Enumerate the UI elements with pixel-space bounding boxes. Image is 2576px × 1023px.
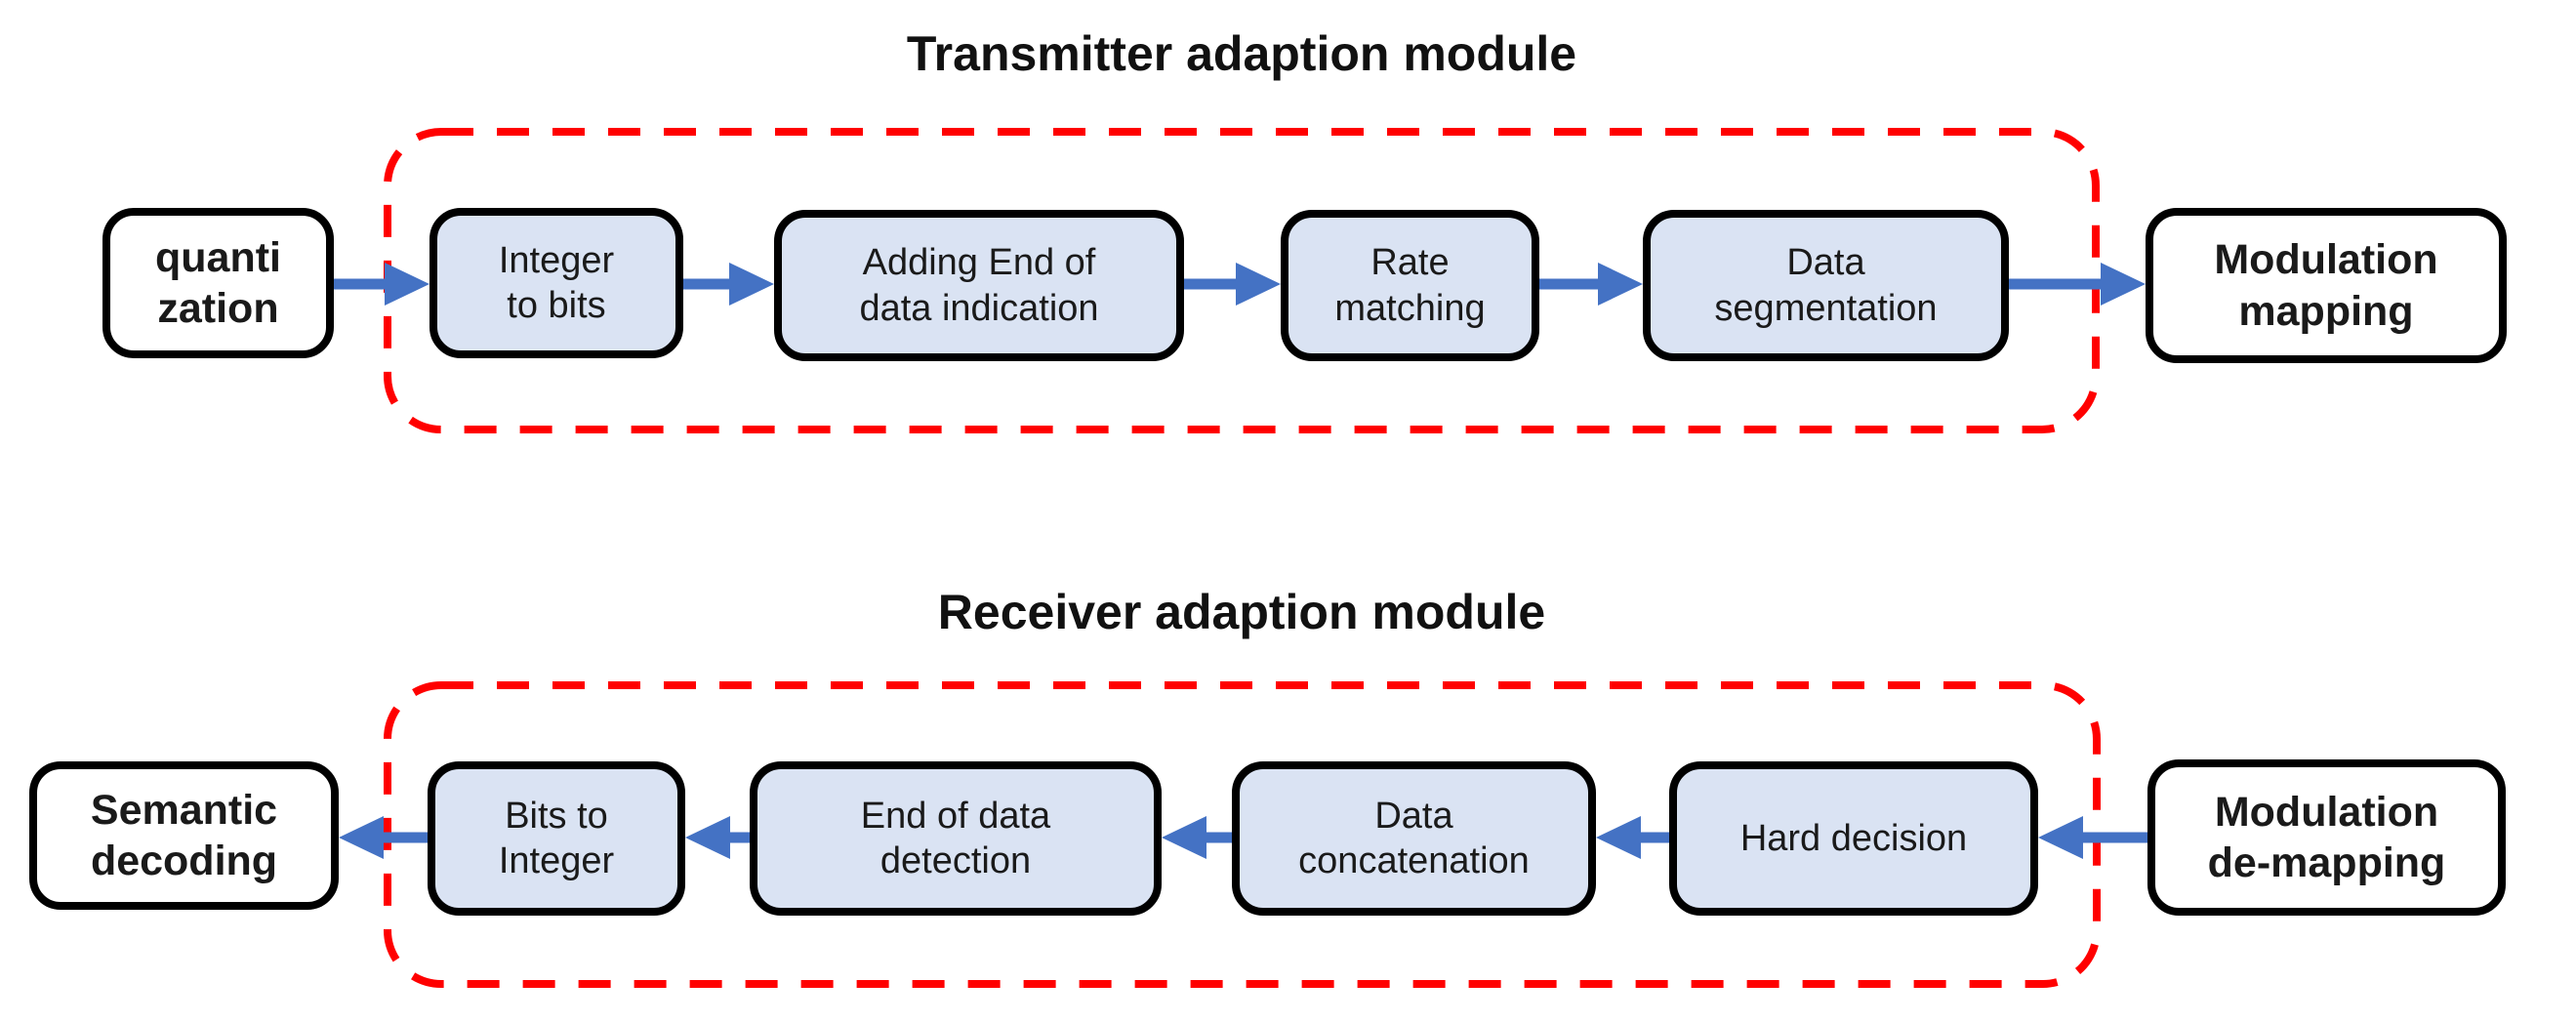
node-adding-end-of-data-indication-label: Adding End of data indication — [859, 242, 1099, 329]
node-quantization-label: quanti zation — [155, 233, 281, 332]
node-modulation-de-mapping-label: Modulation de-mapping — [2207, 788, 2446, 886]
arrow-rate-matching-to-data-segmentation — [1539, 263, 1643, 306]
node-bits-to-integer-label: Bits to Integer — [498, 795, 615, 881]
node-modulation-mapping: Modulation mapping — [2146, 208, 2507, 363]
arrow-adding-end-of-data-to-rate-matching — [1184, 263, 1281, 306]
arrow-integer-to-bits-to-adding-end-of-data — [683, 263, 774, 306]
node-end-of-data-detection-label: End of data detection — [860, 795, 1051, 881]
node-modulation-de-mapping: Modulation de-mapping — [2147, 759, 2506, 916]
arrow-end-of-data-detection-to-bits-to-integer — [685, 816, 750, 859]
node-data-segmentation-label: Data segmentation — [1714, 242, 1938, 329]
node-semantic-decoding: Semantic decoding — [29, 761, 339, 910]
node-adding-end-of-data-indication: Adding End of data indication — [774, 210, 1184, 361]
arrow-hard-decision-to-data-concatenation — [1596, 816, 1669, 859]
node-quantization: quanti zation — [102, 208, 334, 358]
node-rate-matching-label: Rate matching — [1334, 242, 1486, 329]
arrow-modulation-de-mapping-to-hard-decision — [2038, 816, 2147, 859]
node-hard-decision-label: Hard decision — [1739, 817, 1968, 859]
node-semantic-decoding-label: Semantic decoding — [90, 786, 278, 884]
arrow-data-concatenation-to-end-of-data-detection — [1162, 816, 1232, 859]
node-data-segmentation: Data segmentation — [1643, 210, 2009, 361]
arrow-quantization-to-integer-to-bits — [334, 263, 429, 306]
node-bits-to-integer: Bits to Integer — [428, 761, 685, 916]
arrow-bits-to-integer-to-semantic-decoding — [339, 816, 428, 859]
node-hard-decision: Hard decision — [1669, 761, 2038, 916]
transmitter-flow-arrows — [334, 263, 2146, 306]
receiver-flow-arrows — [339, 816, 2147, 859]
node-integer-to-bits-label: Integer to bits — [498, 239, 615, 326]
receiver-module-title: Receiver adaption module — [937, 585, 1546, 639]
node-end-of-data-detection: End of data detection — [750, 761, 1162, 916]
transmitter-module-title: Transmitter adaption module — [906, 26, 1577, 81]
arrow-data-segmentation-to-modulation-mapping — [2009, 263, 2146, 306]
node-data-concatenation-label: Data concatenation — [1298, 795, 1530, 881]
node-modulation-mapping-label: Modulation mapping — [2214, 236, 2438, 335]
node-integer-to-bits: Integer to bits — [429, 208, 683, 358]
node-rate-matching: Rate matching — [1281, 210, 1539, 361]
node-data-concatenation: Data concatenation — [1232, 761, 1596, 916]
